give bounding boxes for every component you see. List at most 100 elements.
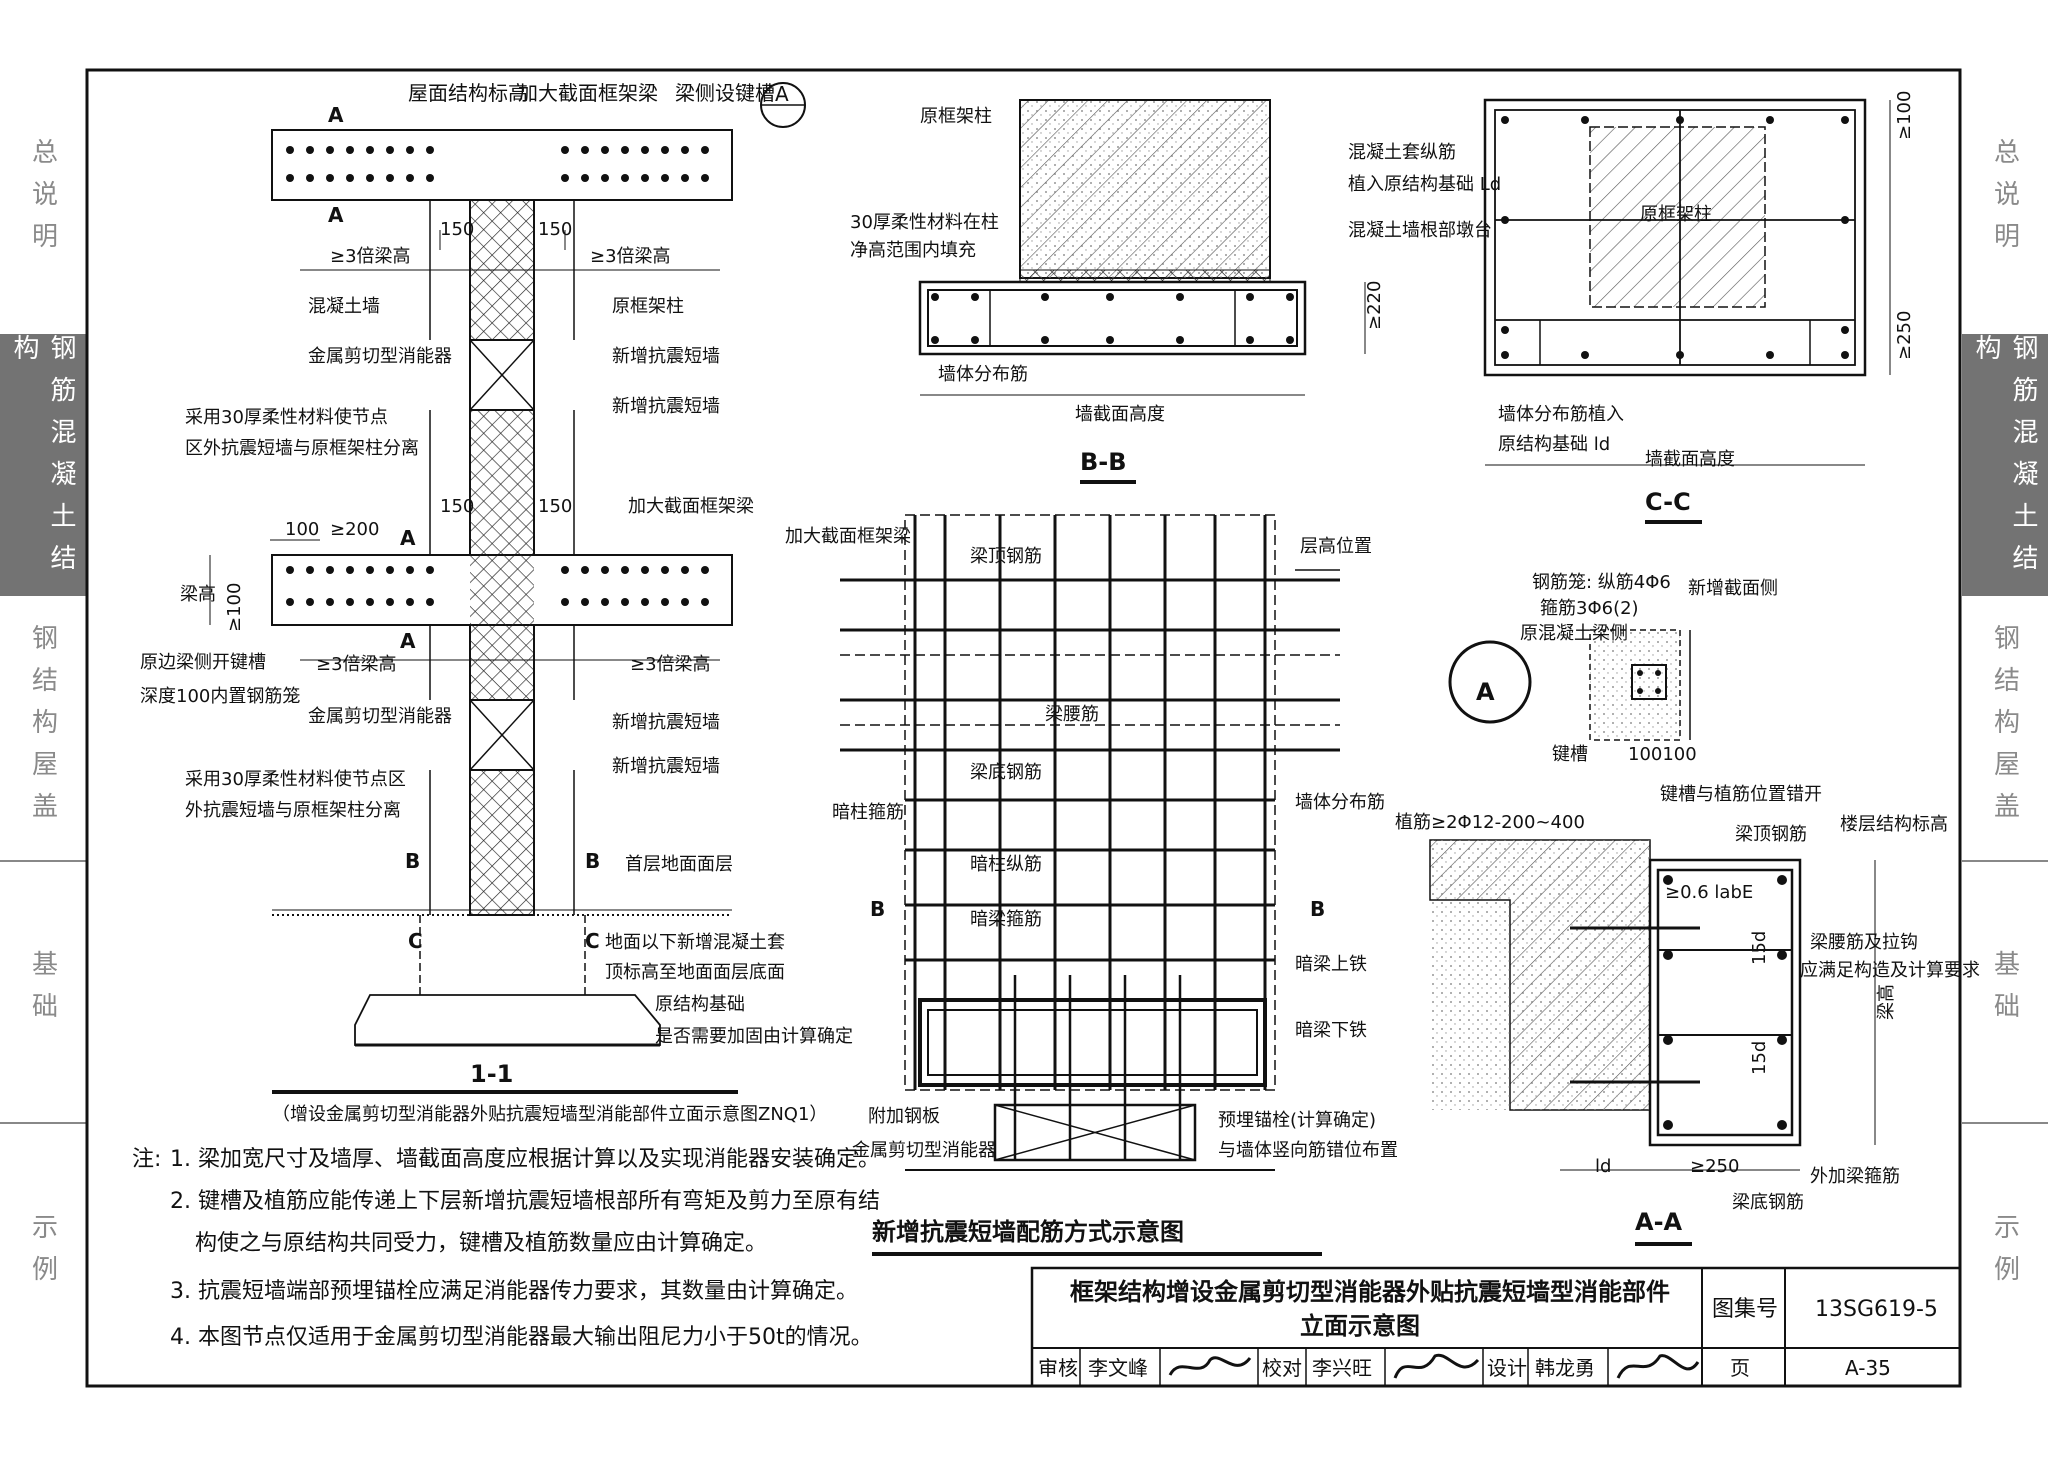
short-wall-bb	[918, 280, 1307, 356]
label-new-short-wall: 新增抗震短墙	[612, 346, 720, 367]
label-bb-filler-1: 30厚柔性材料在柱	[850, 212, 999, 233]
label-cc-wall-base: 混凝土墙根部墩台	[1348, 220, 1492, 241]
side-tab-foundation-right[interactable]: 基础	[1989, 950, 2020, 1034]
detail-A-circle	[1448, 640, 1532, 724]
side-tab-general-right[interactable]: 总说明	[1989, 138, 2020, 264]
label-aa-plant-bars: 植筋≥2Φ12-200~400	[1395, 812, 1585, 833]
note-2a: 2. 键槽及植筋应能传递上下层新增抗震短墙根部所有弯矩及剪力至原有结	[170, 1189, 880, 1214]
aa-outer-beam	[1648, 858, 1802, 1147]
dim-ge3-beam-height: ≥3倍梁高	[590, 246, 671, 267]
label-flex-material-1: 采用30厚柔性材料使节点	[185, 407, 388, 428]
dim-cc-ge100: ≥100	[1894, 91, 1915, 140]
tab-separator	[0, 1122, 86, 1124]
design-label: 设计	[1487, 1356, 1527, 1380]
label-detail-new-face: 新增截面侧	[1688, 578, 1778, 599]
label-elev-wall-distribution: 墙体分布筋	[1295, 792, 1385, 813]
label-elev-beam-waist: 梁腰筋	[1045, 704, 1099, 725]
label-aa-slot-offset: 键槽与植筋位置错开	[1660, 784, 1822, 805]
label-damper: 金属剪切型消能器	[308, 706, 452, 727]
cut-mark-A: A	[400, 629, 416, 653]
cut-mark-C: C	[408, 929, 423, 953]
vertical-bars	[913, 515, 1267, 1090]
label-elev-enlarged-beam: 加大截面框架梁	[785, 526, 911, 547]
hidden-beam	[918, 998, 1267, 1087]
cut-mark-C: C	[585, 929, 600, 953]
label-bb-wall-distribution: 墙体分布筋	[938, 364, 1028, 385]
label-enlarged-beam-top: 加大截面框架梁	[518, 81, 658, 105]
review-label: 审核	[1038, 1356, 1078, 1380]
side-tab-concrete-right[interactable]: 钢筋混凝土结构	[1962, 334, 2048, 596]
checker-name: 李兴旺	[1312, 1356, 1372, 1380]
label-aa-waist-1: 梁腰筋及拉钩	[1810, 932, 1918, 953]
label-detail-cage-1: 钢筋笼: 纵筋4Φ6	[1532, 572, 1671, 593]
side-tab-foundation-left[interactable]: 基础	[27, 950, 58, 1034]
label-elev-beam-top: 梁顶钢筋	[970, 546, 1042, 567]
reviewer-signature	[1168, 1356, 1252, 1376]
label-flex-material-4: 外抗震短墙与原框架柱分离	[185, 800, 401, 821]
label-elev-anchor-2: 与墙体竖向筋错位布置	[1218, 1140, 1398, 1161]
note-2b: 构使之与原结构共同受力，键槽及植筋数量应由计算确定。	[195, 1231, 767, 1256]
label-cc-jacket-rebar-2: 植入原结构基础 Ld	[1348, 174, 1501, 195]
label-elev-anchor-1: 预埋锚栓(计算确定)	[1218, 1110, 1376, 1131]
label-below-ground-1: 地面以下新增混凝土套	[605, 932, 785, 953]
dim-ge3-beam-height: ≥3倍梁高	[630, 654, 711, 675]
label-elev-beam-bottom: 梁底钢筋	[970, 762, 1042, 783]
original-column-cc	[1589, 126, 1766, 308]
label-aa-beam-height: 梁高	[1876, 984, 1897, 1020]
label-beam-height: 梁高	[180, 584, 216, 605]
label-elev-damper: 金属剪切型消能器	[852, 1140, 996, 1161]
detail-A: A 钢筋笼: 纵筋4Φ6 箍筋3Φ6(2) 新增截面侧 原混凝土梁侧 键槽 10…	[1448, 572, 1778, 765]
tab-separator	[0, 860, 86, 862]
cut-mark-A: A	[328, 203, 344, 227]
label-elev-hidden-col-long: 暗柱纵筋	[970, 854, 1042, 875]
side-tab-steel-roof-right[interactable]: 钢结构屋盖	[1989, 624, 2020, 834]
label-original-column: 原框架柱	[612, 296, 684, 317]
dim-aa-15d: 15d	[1749, 1041, 1770, 1075]
label-elev-story-height: 层高位置	[1300, 536, 1372, 557]
side-tab-general-left[interactable]: 总说明	[27, 138, 58, 264]
dim-150: 150	[538, 496, 572, 517]
cut-mark-B: B	[585, 849, 600, 873]
detail-A-callout-label: A	[775, 82, 789, 106]
beam-rebar-dots-top	[286, 146, 709, 182]
tab-separator	[1962, 1122, 2048, 1124]
title-block: 框架结构增设金属剪切型消能器外贴抗震短墙型消能部件 立面示意图 图集号 13SG…	[1030, 1266, 1962, 1388]
dim-150: 150	[440, 496, 474, 517]
section-title-1-1: 1-1	[470, 1060, 513, 1088]
note-1: 1. 梁加宽尺寸及墙厚、墙截面高度应根据计算以及实现消能器安装确定。	[170, 1147, 880, 1172]
check-label: 校对	[1262, 1356, 1302, 1380]
atlas-number-label: 图集号	[1712, 1297, 1778, 1322]
side-tab-example-left[interactable]: 示例	[27, 1213, 58, 1297]
title-line-1: 框架结构增设金属剪切型消能器外贴抗震短墙型消能部件	[1070, 1278, 1670, 1306]
side-tab-concrete-left[interactable]: 钢筋混凝土结构	[0, 334, 86, 596]
atlas-number: 13SG619-5	[1815, 1297, 1938, 1322]
label-detail-cage-2: 箍筋3Φ6(2)	[1540, 598, 1639, 619]
dim-detail-100100: 100100	[1628, 744, 1697, 765]
note-3: 3. 抗震短墙端部预埋锚栓应满足消能器传力要求，其数量由计算确定。	[170, 1279, 858, 1304]
side-tab-steel-roof-left[interactable]: 钢结构屋盖	[27, 624, 58, 834]
dim-100: 100	[285, 519, 319, 540]
label-cc-original-column: 原框架柱	[1640, 204, 1712, 225]
label-new-short-wall: 新增抗震短墙	[612, 756, 720, 777]
tab-separator	[1962, 860, 2048, 862]
label-flex-material-2: 区外抗震短墙与原框架柱分离	[185, 438, 419, 459]
label-damper: 金属剪切型消能器	[308, 346, 452, 367]
cut-mark-B: B	[405, 849, 420, 873]
label-elev-hidden-beam-stirrup: 暗梁箍筋	[970, 909, 1042, 930]
dim-ge3-beam-height: ≥3倍梁高	[330, 246, 411, 267]
label-elev-hidden-beam-bottom: 暗梁下铁	[1295, 1020, 1367, 1041]
dim-150: 150	[538, 219, 572, 240]
section-BB: 原框架柱 30厚柔性材料在柱 净高范围内填充 ≥220 墙体分布筋 墙截面高度 …	[850, 99, 1385, 484]
side-tab-example-right[interactable]: 示例	[1989, 1213, 2020, 1297]
dim-150: 150	[440, 219, 474, 240]
dim-ge3-beam-height: ≥3倍梁高	[316, 654, 397, 675]
label-cc-wall-width: 墙截面高度	[1645, 449, 1735, 470]
cut-mark-A: A	[328, 103, 344, 127]
section-AA: 植筋≥2Φ12-200~400 键槽与植筋位置错开 梁顶钢筋 楼层结构标高 ≥0…	[1395, 784, 1980, 1246]
dim-aa-15d: 15d	[1749, 931, 1770, 965]
dim-aa-ge250: ≥250	[1690, 1156, 1739, 1177]
label-cc-dist-embed-1: 墙体分布筋植入	[1498, 404, 1624, 425]
checker-signature	[1393, 1353, 1480, 1379]
label-new-short-wall: 新增抗震短墙	[612, 712, 720, 733]
